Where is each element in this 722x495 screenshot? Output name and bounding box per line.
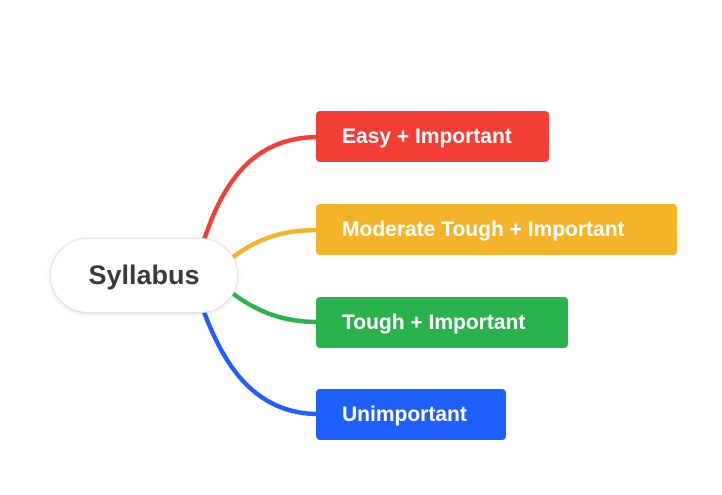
connector-easy-important: [201, 134, 321, 243]
branch-label: Easy + Important: [342, 124, 512, 148]
root-node-label: Syllabus: [88, 260, 200, 290]
branch-node-unimportant[interactable]: Unimportant: [316, 389, 506, 440]
connector-tough-important: [229, 290, 321, 325]
branch-label: Moderate Tough + Important: [342, 217, 625, 241]
connector-unimportant: [201, 309, 321, 417]
root-node-syllabus[interactable]: Syllabus: [50, 238, 238, 313]
branch-node-tough-important[interactable]: Tough + Important: [316, 297, 568, 348]
branch-label: Tough + Important: [342, 310, 526, 334]
branch-label: Unimportant: [342, 402, 467, 426]
branch-node-easy-important[interactable]: Easy + Important: [316, 111, 549, 162]
branch-node-moderate-tough-important[interactable]: Moderate Tough + Important: [316, 204, 677, 255]
connector-moderate-tough-important: [229, 227, 321, 261]
